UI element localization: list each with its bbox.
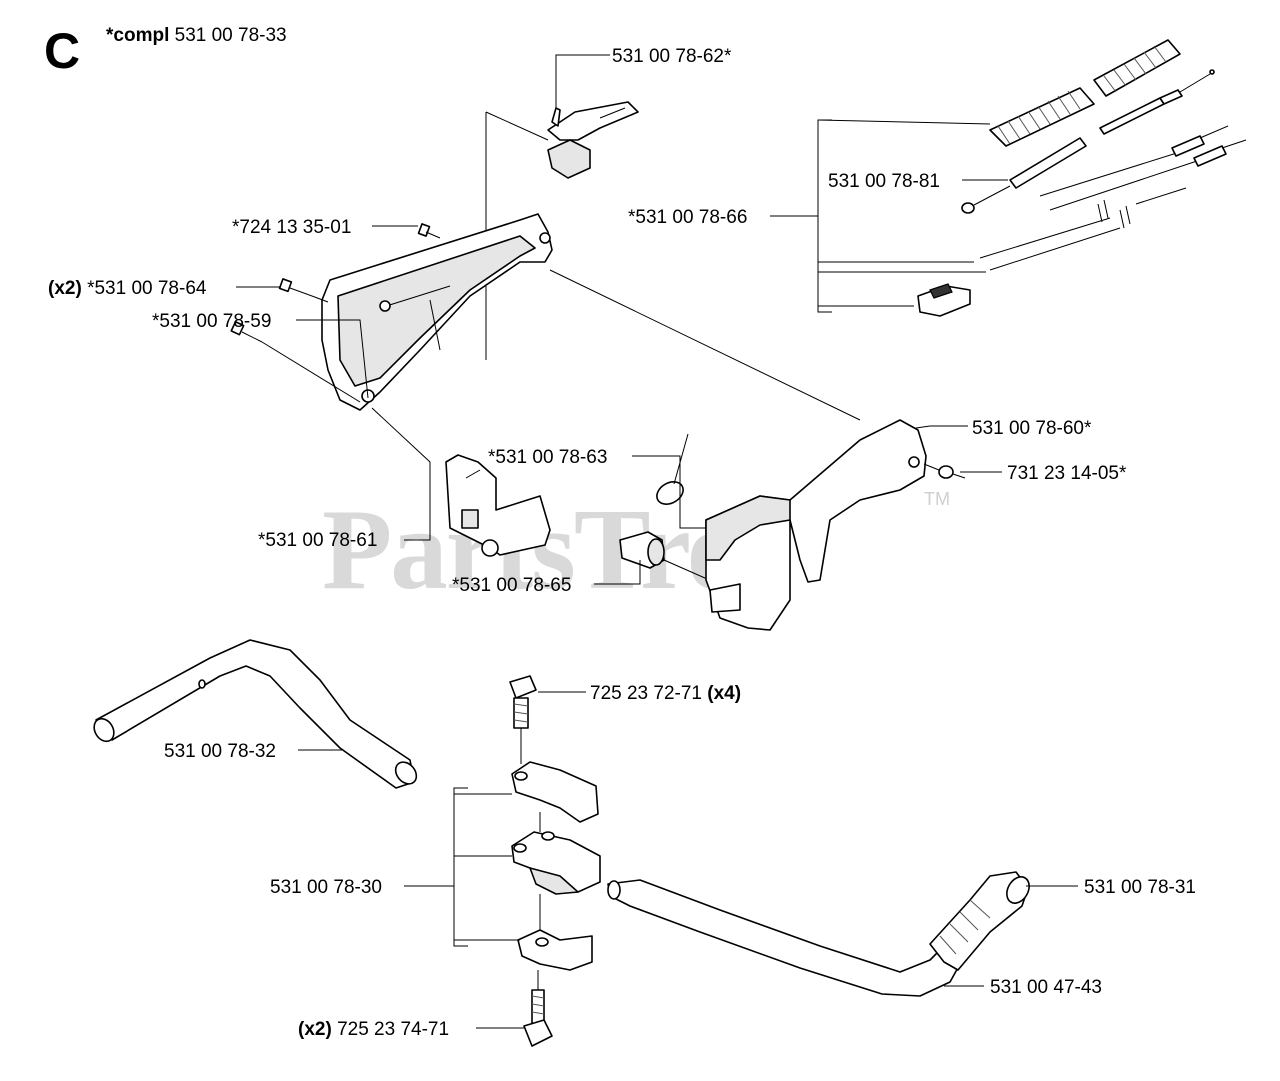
label-p30: 531 00 78-30 bbox=[270, 877, 382, 898]
part-spring bbox=[656, 433, 689, 505]
leader-p62 bbox=[555, 54, 610, 108]
label-p31: 531 00 78-31 bbox=[1084, 877, 1196, 898]
watermark-tm: TM bbox=[924, 489, 950, 509]
qty-p64: (x2) bbox=[48, 278, 82, 299]
part-screw-59 bbox=[230, 320, 263, 343]
part-clamp-middle bbox=[511, 831, 601, 895]
leader-p63 bbox=[632, 455, 712, 529]
part-cable-tube bbox=[1099, 69, 1215, 135]
part-bolt-bottom bbox=[523, 989, 553, 1047]
label-p4743: 531 00 47-43 bbox=[990, 977, 1102, 998]
part-throttle-trigger bbox=[547, 101, 639, 179]
label-p72571: 725 23 72-71 (x4) bbox=[590, 683, 741, 704]
label-p63: *531 00 78-63 bbox=[488, 447, 607, 468]
bracket-p66 bbox=[770, 119, 991, 313]
label-p72574: (x2) 725 23 74-71 bbox=[298, 1019, 449, 1040]
complete-assembly-label: *compl 531 00 78-33 bbox=[106, 25, 287, 46]
section-letter: C bbox=[44, 23, 80, 79]
label-p731: 731 23 14-05* bbox=[1007, 463, 1127, 484]
part-lock-lever bbox=[445, 454, 551, 557]
part-grip bbox=[929, 871, 1030, 971]
part-handlebar-left bbox=[93, 639, 418, 789]
number-p72571: 725 23 72-71 bbox=[590, 683, 702, 704]
part-bolt-top bbox=[509, 675, 537, 729]
part-cable-81 bbox=[961, 137, 1087, 214]
reference-line-top bbox=[485, 111, 549, 141]
part-screw-64 bbox=[278, 278, 313, 297]
leader-screw59 bbox=[261, 341, 361, 403]
label-p65: *531 00 78-65 bbox=[452, 575, 571, 596]
label-p64: (x2) *531 00 78-64 bbox=[48, 278, 207, 299]
label-p724: *724 13 35-01 bbox=[232, 217, 351, 238]
part-handle-body bbox=[705, 419, 927, 631]
label-p61: *531 00 78-61 bbox=[258, 530, 377, 551]
label-p62: 531 00 78-62* bbox=[612, 46, 732, 67]
part-screw-724 bbox=[417, 223, 441, 239]
bracket-p30 bbox=[404, 787, 520, 947]
part-button bbox=[619, 531, 715, 583]
assembly-line bbox=[549, 269, 861, 421]
part-handle-half bbox=[321, 213, 553, 411]
label-p60: 531 00 78-60* bbox=[972, 418, 1092, 439]
leader-p65 bbox=[594, 560, 641, 585]
complete-number: 531 00 78-33 bbox=[175, 25, 287, 46]
part-switch bbox=[917, 283, 971, 317]
label-p32: 531 00 78-32 bbox=[164, 741, 276, 762]
leader-p61 bbox=[371, 407, 431, 541]
part-throttle-cable bbox=[979, 125, 1247, 271]
number-p72574: 725 23 74-71 bbox=[337, 1019, 449, 1040]
part-cable-spring bbox=[989, 39, 1181, 147]
label-p66: *531 00 78-66 bbox=[628, 207, 747, 228]
label-p81: 531 00 78-81 bbox=[828, 171, 940, 192]
leader-p64b bbox=[311, 295, 329, 303]
part-clamp-lower bbox=[517, 929, 593, 971]
leader-p60 bbox=[915, 425, 968, 429]
complete-prefix: *compl bbox=[106, 25, 169, 46]
label-p59: *531 00 78-59 bbox=[152, 311, 271, 332]
qty-p72574: (x2) bbox=[298, 1019, 332, 1040]
part-nut bbox=[923, 463, 966, 479]
number-p64: *531 00 78-64 bbox=[87, 278, 207, 299]
part-handlebar-right bbox=[607, 879, 961, 997]
leader-p59 bbox=[296, 319, 369, 399]
qty-p72571: (x4) bbox=[707, 683, 741, 704]
part-clamp-upper bbox=[511, 761, 599, 823]
